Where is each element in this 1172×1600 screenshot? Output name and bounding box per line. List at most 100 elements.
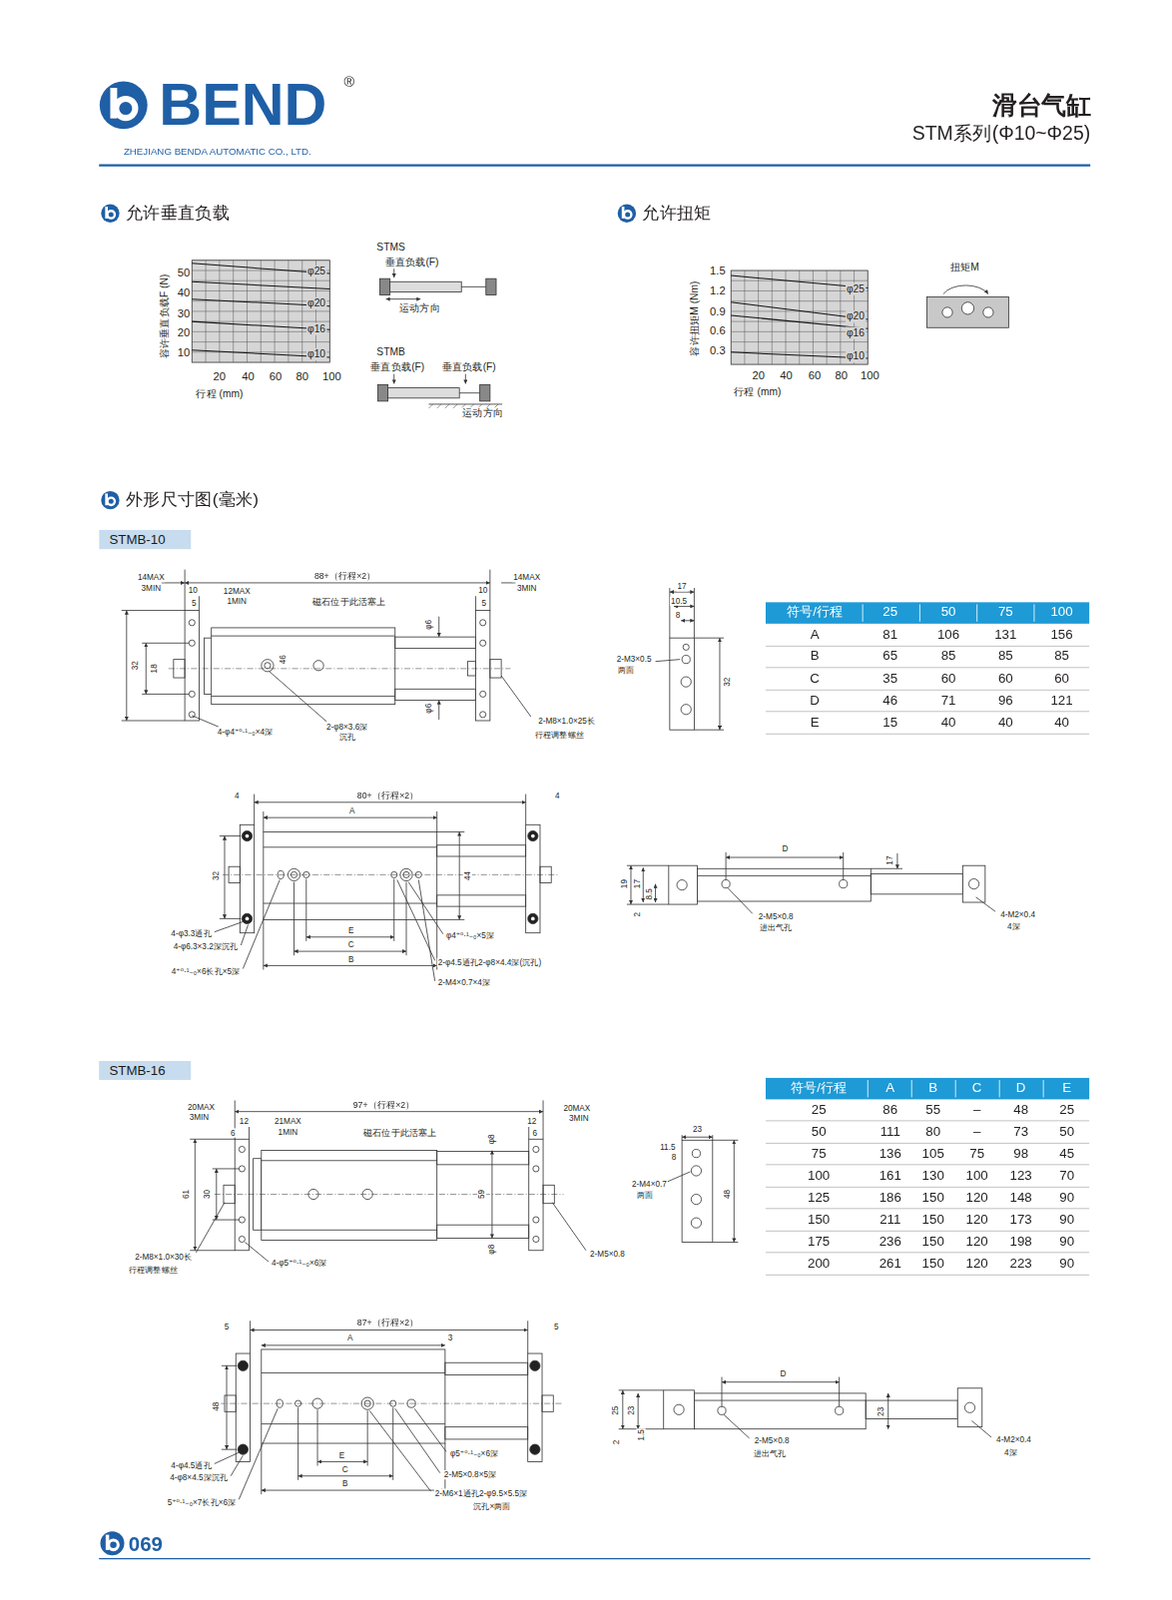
line-shape <box>194 1139 196 1250</box>
circle-shape <box>313 660 324 671</box>
circle-shape <box>690 1193 701 1204</box>
line-shape <box>219 918 241 920</box>
drawing-label: 4-φ5⁺⁰·¹₋₀×6深 <box>270 1258 328 1268</box>
table-cell: 223 <box>1010 1255 1033 1271</box>
table-cell: 符号/行程 <box>790 1081 848 1097</box>
drawing-label: 沉孔×两面 <box>472 1502 513 1512</box>
table-cell: 40 <box>941 714 957 730</box>
line-shape <box>437 919 466 921</box>
drawing-label: 61 <box>180 1188 190 1200</box>
line-shape <box>525 794 527 826</box>
circle-shape <box>673 1404 684 1415</box>
table-cell: C <box>972 1081 983 1097</box>
table-cell: 120 <box>966 1190 989 1206</box>
drawing-label: 行程 (mm) <box>732 386 782 399</box>
table-cell: 123 <box>1010 1168 1033 1183</box>
drawing-label: ® <box>343 73 355 90</box>
line-shape <box>212 1168 240 1170</box>
table-cell: 40 <box>998 714 1014 730</box>
line-shape <box>887 1393 889 1430</box>
table-cell: D <box>1016 1081 1027 1097</box>
line-shape <box>673 605 694 607</box>
rect-shape <box>962 865 985 903</box>
path-shape <box>214 880 444 982</box>
drawing-label: 8 <box>674 610 682 620</box>
drawing-label: 23 <box>691 1124 703 1134</box>
drawing-label: 垂直负载(F) <box>369 361 426 374</box>
line-shape <box>263 846 438 848</box>
line-shape <box>249 1320 251 1354</box>
drawing-label: 50 <box>176 266 192 280</box>
line-shape <box>161 582 174 584</box>
drawing-label: 容许扭矩M (Nm) <box>688 280 701 358</box>
line-shape <box>125 610 127 721</box>
drawing-label: E <box>338 1451 347 1461</box>
drawing-label: B <box>341 1479 350 1489</box>
drawing-label: 32 <box>721 676 731 688</box>
path-shape <box>862 603 1035 621</box>
line-shape <box>184 570 186 611</box>
drawing-label: 允许扭矩 <box>641 203 712 224</box>
drawing-label: 垂直负载(F) <box>441 361 498 374</box>
circle-shape <box>238 1235 245 1242</box>
drawing-label: 14MAX <box>512 573 542 583</box>
circle-shape <box>680 676 691 687</box>
line-shape <box>254 801 527 803</box>
use-shape <box>100 491 119 510</box>
line-shape <box>655 659 681 662</box>
table-cell: 75 <box>969 1147 985 1163</box>
circle-shape <box>533 1166 540 1172</box>
drawing-label: 容许垂直负载F (N) <box>158 273 171 361</box>
drawing-label: 2-M4×0.7×4深 <box>437 978 492 988</box>
table-cell: 75 <box>811 1147 827 1163</box>
line-shape <box>669 591 695 593</box>
drawing-label: 2-M3×0.5 <box>615 654 653 664</box>
drawing-label: 扭矩M <box>949 261 981 274</box>
rect-shape <box>234 1139 249 1250</box>
table-cell: 86 <box>882 1103 898 1119</box>
table-cell: 130 <box>922 1168 945 1183</box>
circle-shape <box>531 917 536 922</box>
line-shape <box>261 1344 446 1346</box>
drawing-label: 32 <box>211 870 221 882</box>
rect-shape <box>263 831 438 920</box>
drawing-label: 2-M4×0.7 <box>630 1179 668 1189</box>
drawing-label: 30 <box>202 1188 212 1200</box>
line-shape <box>263 817 438 819</box>
line-shape <box>261 1490 446 1492</box>
line-shape <box>141 642 189 644</box>
drawing-label: 10.5 <box>669 596 688 606</box>
line-shape <box>121 609 185 611</box>
drawing-label: D <box>778 1369 787 1379</box>
line-shape <box>870 868 903 870</box>
drawing-label: 18 <box>149 662 159 674</box>
drawing-label: 14MAX <box>136 573 166 583</box>
drawing-label: 20MAX <box>186 1103 216 1113</box>
table-cell: 85 <box>1054 648 1070 664</box>
line-shape <box>693 587 695 638</box>
line-shape <box>693 729 724 731</box>
drawing-label: 17 <box>676 582 688 591</box>
drawing-label: 4-φ4.5通孔 <box>169 1461 212 1471</box>
drawing-label: φ25 <box>845 283 866 296</box>
drawing-label: C <box>347 940 356 950</box>
table-cell: 211 <box>879 1211 901 1227</box>
line-shape <box>393 268 395 278</box>
line-shape <box>211 635 396 637</box>
table-cell: 50 <box>811 1124 827 1140</box>
rect-shape <box>765 1078 1090 1100</box>
drawing-label: 4-M2×0.4 <box>995 1435 1033 1445</box>
line-shape <box>253 794 255 826</box>
circle-shape <box>533 1216 540 1223</box>
drawing-label: BEND <box>158 70 327 139</box>
drawing-label: 5 <box>190 598 198 608</box>
drawing-label: 6 <box>532 1128 540 1138</box>
drawing-label: 8.5 <box>644 887 654 901</box>
table-cell: 85 <box>998 648 1014 664</box>
table-cell: A <box>810 626 820 642</box>
circle-shape <box>681 655 690 664</box>
line-shape <box>626 865 669 867</box>
drawing-label: 44 <box>463 870 473 882</box>
line-shape <box>438 616 440 637</box>
table-cell: 45 <box>1059 1147 1075 1163</box>
